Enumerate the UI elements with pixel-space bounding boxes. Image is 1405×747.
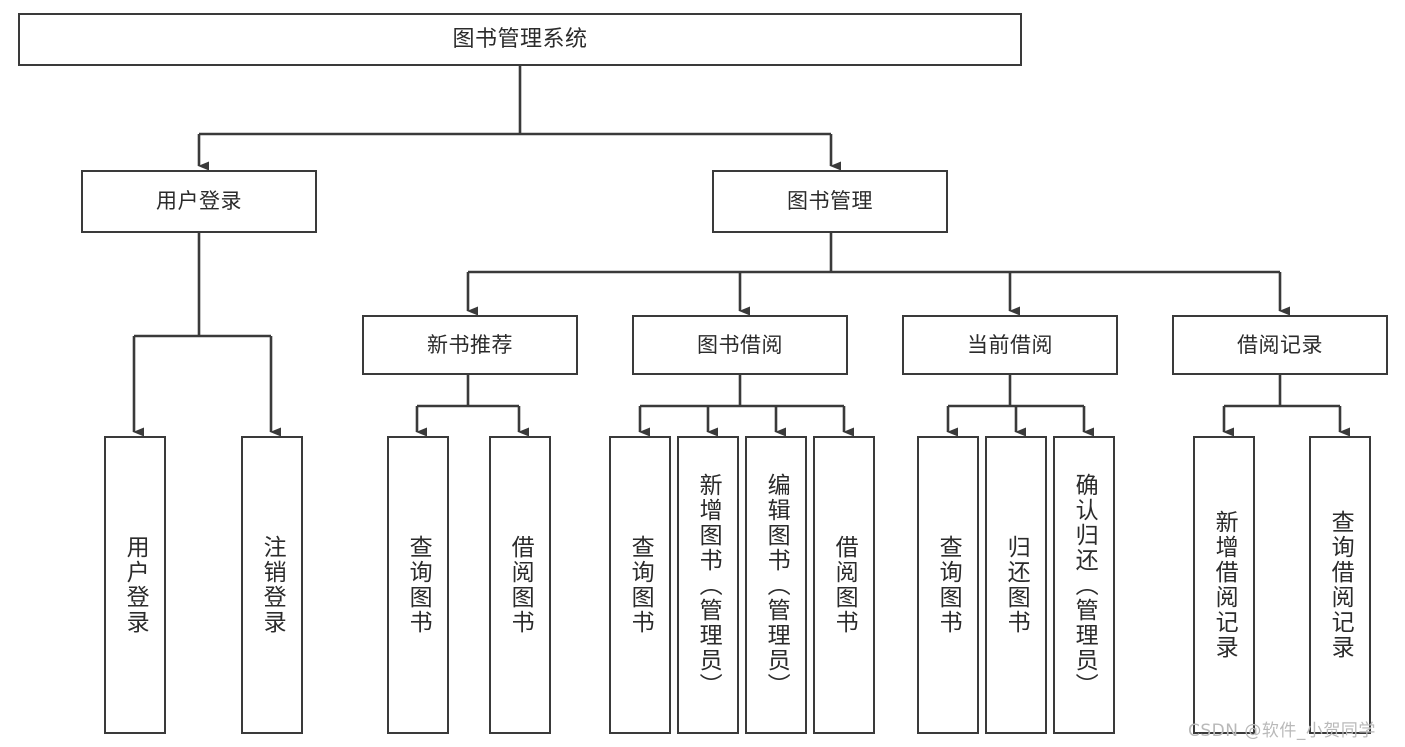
leaf-query-borrow-record[interactable]: 查询借阅记录: [1309, 436, 1371, 734]
leaf-edit-book-admin[interactable]: 编辑图书（管理员）: [745, 436, 807, 734]
leaf-logout-login[interactable]: 注销登录: [241, 436, 303, 734]
node-label: 当前借阅: [967, 332, 1053, 357]
node-label: 新书推荐: [427, 332, 513, 357]
node-root-book-management-system[interactable]: 图书管理系统: [18, 13, 1022, 66]
node-label: 新增图书（管理员）: [695, 472, 722, 698]
node-label: 查询借阅记录: [1327, 510, 1354, 660]
node-label: 图书借阅: [697, 332, 783, 357]
leaf-query-book-current[interactable]: 查询图书: [917, 436, 979, 734]
leaf-confirm-return-admin[interactable]: 确认归还（管理员）: [1053, 436, 1115, 734]
node-label: 借阅图书: [831, 535, 858, 635]
node-label: 编辑图书（管理员）: [763, 472, 790, 698]
node-label: 查询图书: [935, 535, 962, 635]
leaf-query-book-new-recommend[interactable]: 查询图书: [387, 436, 449, 734]
leaf-add-book-admin[interactable]: 新增图书（管理员）: [677, 436, 739, 734]
node-book-management[interactable]: 图书管理: [712, 170, 948, 233]
node-label: 用户登录: [122, 535, 149, 635]
node-label: 查询图书: [627, 535, 654, 635]
csdn-watermark: CSDN @软件_小贺同学: [1188, 721, 1376, 741]
leaf-add-borrow-record[interactable]: 新增借阅记录: [1193, 436, 1255, 734]
node-book-borrow[interactable]: 图书借阅: [632, 315, 848, 375]
node-label: 图书管理: [787, 189, 873, 214]
node-current-borrow[interactable]: 当前借阅: [902, 315, 1118, 375]
node-user-login[interactable]: 用户登录: [81, 170, 317, 233]
node-label: 图书管理系统: [452, 26, 588, 52]
node-label: 借阅图书: [507, 535, 534, 635]
node-label: 借阅记录: [1237, 332, 1323, 357]
node-label: 注销登录: [259, 535, 286, 635]
node-new-book-recommend[interactable]: 新书推荐: [362, 315, 578, 375]
leaf-return-book[interactable]: 归还图书: [985, 436, 1047, 734]
leaf-query-book-borrow[interactable]: 查询图书: [609, 436, 671, 734]
node-borrow-record[interactable]: 借阅记录: [1172, 315, 1388, 375]
node-label: 用户登录: [156, 189, 242, 214]
leaf-user-login[interactable]: 用户登录: [104, 436, 166, 734]
node-label: 查询图书: [405, 535, 432, 635]
node-label: 确认归还（管理员）: [1071, 472, 1098, 698]
node-label: 新增借阅记录: [1211, 510, 1238, 660]
leaf-borrow-book-borrow[interactable]: 借阅图书: [813, 436, 875, 734]
node-label: 归还图书: [1003, 535, 1030, 635]
leaf-borrow-book-new-recommend[interactable]: 借阅图书: [489, 436, 551, 734]
